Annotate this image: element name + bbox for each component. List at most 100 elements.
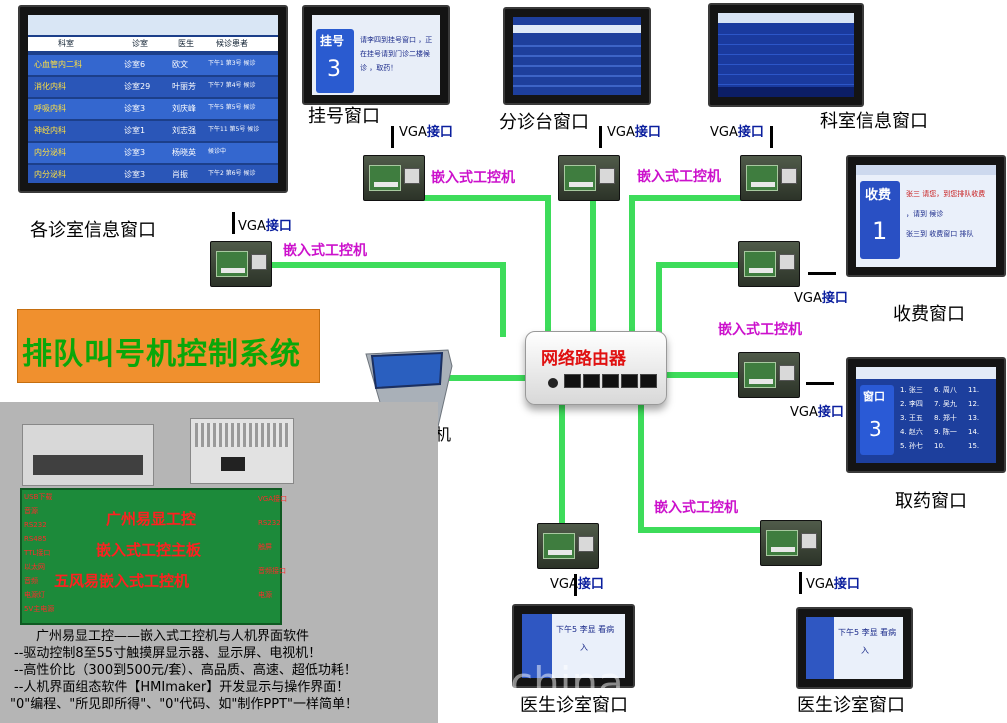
embedded-pc-clinic-info <box>210 241 272 287</box>
clinic-info-header-0: 科室 <box>58 39 74 48</box>
vga-cable-registration <box>391 126 394 148</box>
clinic-info-cell: 下午5 第5号 候诊 <box>208 104 256 111</box>
clinic-info-cell: 呼吸内科 <box>34 104 66 113</box>
vga-label-doctor-right: VGA接口 <box>806 578 860 591</box>
router-port-4 <box>621 374 638 388</box>
clinic-info-cell: 诊室1 <box>124 126 146 135</box>
controller-display-window <box>221 457 245 471</box>
label-doctor-right-window: 医生诊室窗口 <box>797 695 905 716</box>
pharmacy-badge-top: 窗口 <box>863 390 885 403</box>
department-rows <box>718 25 854 87</box>
board-label-right: RS232 <box>258 519 281 527</box>
embedded-pc-triage <box>558 155 620 201</box>
cashier-badge-top: 收费 <box>865 188 892 203</box>
embedded-pc-doctor-right <box>760 520 822 566</box>
label-doctor-left-window: 医生诊室窗口 <box>520 695 628 716</box>
vga-prefix: VGA <box>607 125 635 140</box>
doctor-right-monitor: 下午5 李显 看病 入 <box>796 607 913 689</box>
controller-photo-right <box>190 418 294 484</box>
controller-heatsink <box>195 423 289 447</box>
vga-prefix: VGA <box>794 291 822 306</box>
link-doctor-right <box>638 405 763 533</box>
clinic-info-row <box>28 77 278 97</box>
pharmacy-item: 10. <box>934 442 946 450</box>
cashier-header <box>856 165 996 175</box>
embedded-label-cashier: 嵌入式工控机 <box>718 322 802 338</box>
clinic-info-cell: 神经内科 <box>34 126 66 135</box>
board-label-left: 音源 <box>24 507 38 515</box>
clinic-info-row <box>28 165 278 183</box>
triage-screen <box>513 17 641 95</box>
cashier-line-0: 张三 请您，到您排队收费 <box>906 190 986 198</box>
clinic-info-header-1: 诊室 <box>132 39 148 48</box>
vga-suffix: 接口 <box>821 291 848 306</box>
embedded-pc-department <box>740 155 802 201</box>
embedded-label-department: 嵌入式工控机 <box>637 169 721 185</box>
vga-suffix: 接口 <box>737 125 764 140</box>
clinic-info-cell: 刘庆峰 <box>172 104 196 113</box>
clinic-info-cell: 诊室3 <box>124 104 146 113</box>
pharmacy-item: 12. <box>968 400 980 408</box>
registration-line-0: 请李四到挂号窗口 ，正 <box>360 36 433 44</box>
board-label-left: TTL接口 <box>24 549 51 557</box>
registration-screen: 挂号 3 请李四到挂号窗口 ，正 在挂号请到门诊二楼候 诊 ，取药！ <box>312 15 440 95</box>
cashier-badge-num: 1 <box>872 217 888 245</box>
vga-label-pharmacy: VGA接口 <box>790 406 844 419</box>
pharmacy-item: 13. <box>968 414 980 422</box>
clinic-info-cell: 心血管内二科 <box>34 60 82 69</box>
vga-prefix: VGA <box>399 125 427 140</box>
vga-label-triage: VGA接口 <box>607 126 661 139</box>
vga-label-registration: VGA接口 <box>399 126 453 139</box>
clinic-info-cell: 肖振 <box>172 170 188 179</box>
triage-header <box>513 25 641 33</box>
pharmacy-item: 9. 陈一 <box>934 428 957 436</box>
cashier-monitor: 收费 1 张三 请您，到您排队收费 ，请到 候诊 张三到 收费窗口 排队 <box>846 155 1006 277</box>
cashier-badge <box>860 181 900 259</box>
clinic-info-cell: 候诊中 <box>208 148 227 155</box>
router-label: 网络路由器 <box>541 349 626 369</box>
embedded-label-registration: 嵌入式工控机 <box>431 170 515 186</box>
network-router: 网络路由器 <box>525 331 667 405</box>
cashier-screen: 收费 1 张三 请您，到您排队收费 ，请到 候诊 张三到 收费窗口 排队 <box>856 165 996 267</box>
board-label-left: USB下载 <box>24 493 53 501</box>
department-topbar <box>718 13 854 23</box>
clinic-info-cell: 下午7 第4号 候诊 <box>208 82 256 89</box>
pharmacy-badge-num: 3 <box>869 417 882 441</box>
clinic-info-row <box>28 121 278 141</box>
vga-cable-clinic-info <box>232 212 235 234</box>
clinic-info-cell: 诊室3 <box>124 148 146 157</box>
pharmacy-item: 1. 张三 <box>900 386 923 394</box>
watermark: china.cc <box>510 658 684 707</box>
doctor-right-screen: 下午5 李显 看病 入 <box>806 617 903 679</box>
router-power-port <box>548 378 558 388</box>
pharmacy-item: 6. 周八 <box>934 386 957 394</box>
embedded-label-doctor: 嵌入式工控机 <box>654 500 738 516</box>
link-cashier <box>656 262 747 337</box>
clinic-info-cell: 内分泌科 <box>34 170 66 179</box>
link-registration <box>422 195 551 337</box>
registration-badge-top: 挂号 <box>320 34 345 48</box>
board-label-left: RS232 <box>24 521 47 529</box>
doctor-left-menu <box>522 614 552 678</box>
label-cashier-window: 收费窗口 <box>893 304 965 325</box>
label-pharmacy-window: 取药窗口 <box>895 491 967 512</box>
pharmacy-topbar <box>856 367 996 379</box>
vga-label-department: VGA接口 <box>710 126 764 139</box>
pharmacy-item: 2. 李四 <box>900 400 923 408</box>
board-label-left: 音频 <box>24 577 38 585</box>
clinic-info-row <box>28 55 278 75</box>
registration-badge <box>316 29 354 93</box>
description-line: --人机界面组态软件【HMImaker】开发显示与操作界面！ <box>14 680 350 695</box>
pharmacy-item: 8. 郑十 <box>934 414 957 422</box>
vga-suffix: 接口 <box>817 405 844 420</box>
controller-port-row <box>33 455 143 475</box>
registration-badge-num: 3 <box>327 57 341 82</box>
clinic-info-cell: 刘志强 <box>172 126 196 135</box>
doctor-left-monitor: 下午5 李显 看病 入 <box>512 604 635 688</box>
cashier-line-2: 张三到 收费窗口 排队 <box>906 230 974 238</box>
vga-prefix: VGA <box>550 577 578 592</box>
